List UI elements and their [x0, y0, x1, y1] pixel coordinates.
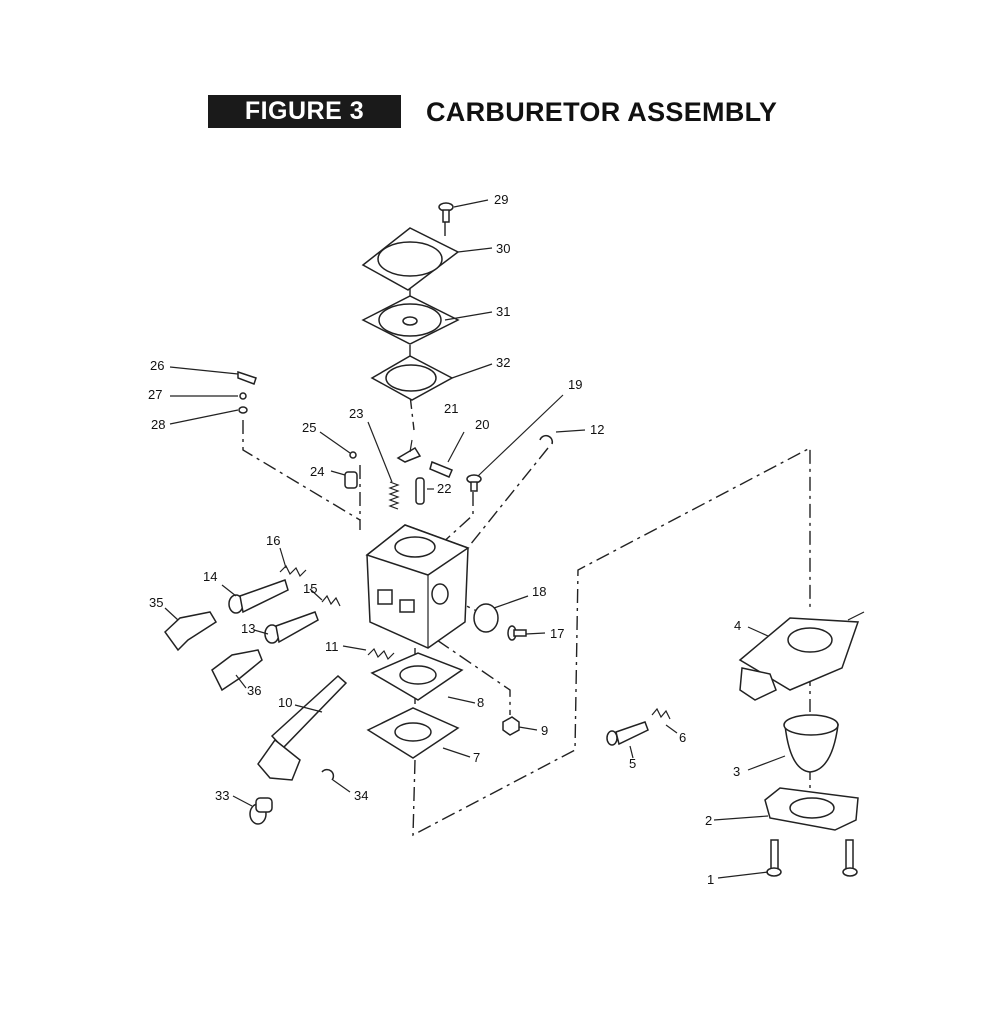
label-17: 17	[550, 626, 564, 641]
label-18: 18	[532, 584, 546, 599]
label-10: 10	[278, 695, 292, 710]
part-labels: 29 30 31 32 26 27 28 19 23 21 25 20 12 2…	[148, 192, 741, 887]
ring-28	[238, 406, 248, 414]
carburetor-body	[365, 524, 470, 649]
screw-17	[507, 625, 527, 641]
screw-19	[466, 474, 482, 492]
label-14: 14	[203, 569, 217, 584]
label-28: 28	[151, 417, 165, 432]
label-30: 30	[496, 241, 510, 256]
label-27: 27	[148, 387, 162, 402]
pin-27	[239, 392, 247, 400]
figure-label: FIGURE 3	[208, 95, 401, 128]
needle-14	[228, 579, 289, 614]
label-15: 15	[303, 581, 317, 596]
screw-1a	[766, 839, 782, 877]
label-3: 3	[733, 764, 740, 779]
label-32: 32	[496, 355, 510, 370]
pin-20	[429, 460, 453, 478]
label-26: 26	[150, 358, 164, 373]
label-29: 29	[494, 192, 508, 207]
spring-23	[388, 481, 400, 510]
label-21: 21	[444, 401, 458, 416]
ball-25	[349, 451, 357, 459]
label-7: 7	[473, 750, 480, 765]
label-4: 4	[734, 618, 741, 633]
screw-1b	[842, 839, 858, 877]
needle-13	[264, 611, 319, 644]
assembly-lines	[242, 222, 811, 837]
screw-29	[438, 202, 454, 223]
label-36: 36	[247, 683, 261, 698]
diagram-title: CARBURETOR ASSEMBLY	[426, 97, 778, 127]
part-36	[211, 649, 263, 692]
label-16: 16	[266, 533, 280, 548]
spring-6	[651, 707, 671, 720]
primer-bulb-3	[784, 724, 839, 773]
label-34: 34	[354, 788, 368, 803]
disc-18	[473, 603, 499, 633]
label-5: 5	[629, 756, 636, 771]
nut-9	[502, 716, 520, 736]
leader-lines	[164, 199, 786, 879]
label-19: 19	[568, 377, 582, 392]
throttle-shaft-10	[257, 674, 348, 781]
label-22: 22	[437, 481, 451, 496]
label-12: 12	[590, 422, 604, 437]
label-6: 6	[679, 730, 686, 745]
knob-33	[249, 797, 273, 825]
spring-11	[367, 647, 395, 661]
label-1: 1	[707, 872, 714, 887]
clip-34	[321, 768, 335, 781]
spring-16	[279, 564, 307, 578]
label-9: 9	[541, 723, 548, 738]
part-24	[344, 471, 358, 489]
needle-22	[415, 477, 425, 505]
label-23: 23	[349, 406, 363, 421]
clip-12	[539, 434, 554, 445]
label-35: 35	[149, 595, 163, 610]
label-31: 31	[496, 304, 510, 319]
label-20: 20	[475, 417, 489, 432]
pump-body-4	[738, 611, 865, 701]
lever-21	[396, 446, 422, 463]
choke-35	[164, 611, 218, 652]
label-8: 8	[477, 695, 484, 710]
label-33: 33	[215, 788, 229, 803]
label-24: 24	[310, 464, 324, 479]
label-2: 2	[705, 813, 712, 828]
lever-26	[237, 370, 257, 385]
part-shapes	[164, 202, 865, 877]
spring-15	[321, 594, 341, 607]
label-11: 11	[325, 639, 339, 654]
screw-5	[606, 721, 649, 746]
label-25: 25	[302, 420, 316, 435]
label-13: 13	[241, 621, 255, 636]
